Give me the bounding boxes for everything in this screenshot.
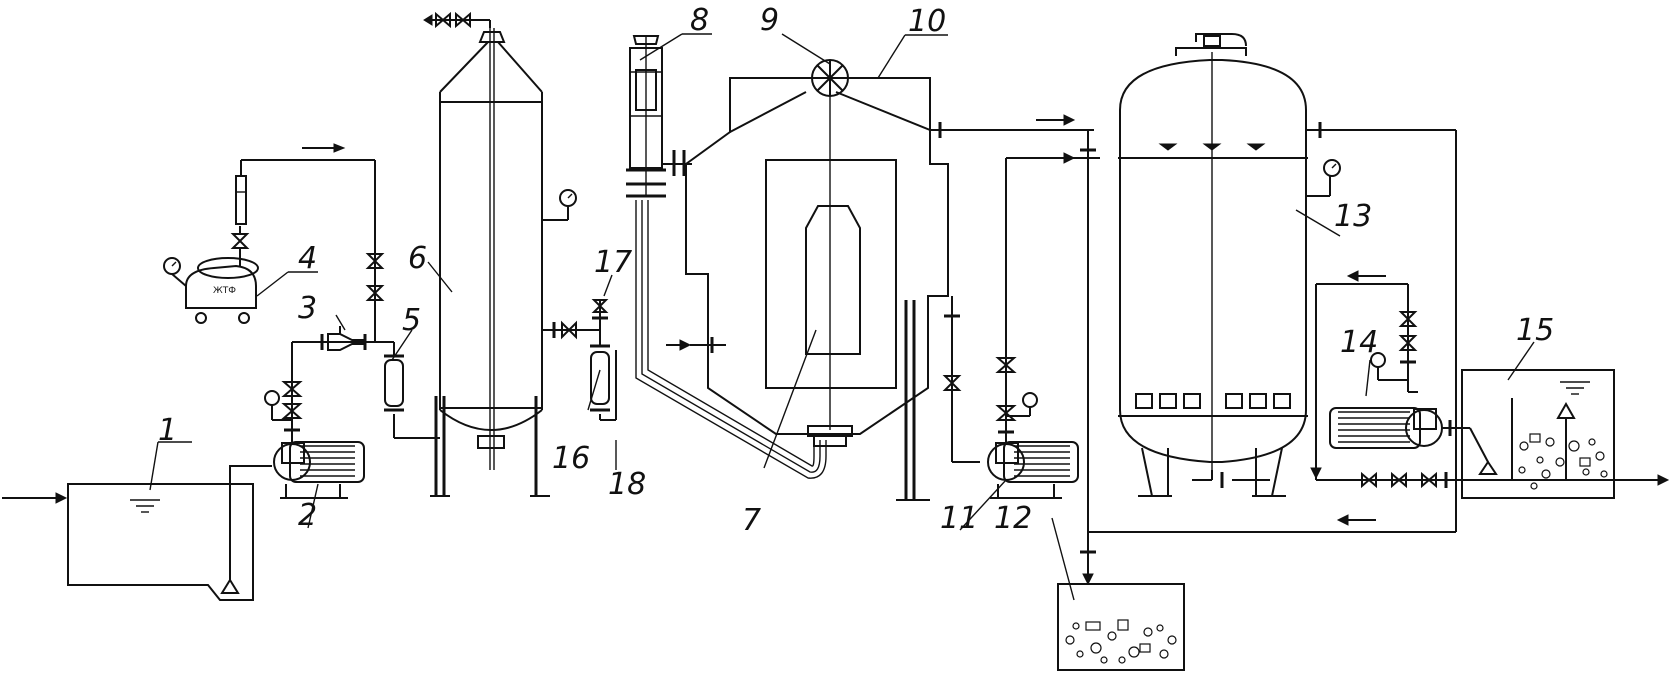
clean-tank-15 [1461,369,1670,499]
filter-5 [380,341,440,439]
svg-text:ЖТФ: ЖТФ [213,286,236,296]
skimmer-9 [811,59,849,97]
label-9: 9 [760,3,779,38]
label-11: 11 [940,501,978,536]
label-16: 16 [552,441,590,476]
releaser-8 [626,35,692,198]
sludge-particles [1065,619,1177,664]
label-6: 6 [408,241,427,276]
dissolved-air-column [423,11,600,497]
return-bend-pipe [635,200,827,479]
feed-pump [273,441,365,499]
feed-tank [67,465,272,601]
label-3: 3 [298,291,317,326]
flow-arrows-side [1336,270,1386,526]
pump-discharge-line [264,334,380,443]
label-2: 2 [298,498,317,533]
recycle-pump-11 [942,157,1100,499]
label-5: 5 [402,303,421,338]
label-18: 18 [608,467,646,502]
label-17: 17 [594,245,632,280]
label-13: 13 [1334,199,1372,234]
air-compressor: ЖТФ [163,159,385,342]
filter-tank-13 [1088,33,1457,533]
filter-16 [590,299,617,421]
label-15: 15 [1516,313,1554,348]
label-14: 14 [1340,325,1378,360]
label-10: 10 [908,4,946,39]
air-flow-arrow [302,143,346,153]
sludge-tank-12 [1057,130,1185,671]
flotation-tank [666,66,1094,501]
label-4: 4 [298,241,317,276]
jet-mixer [327,326,366,351]
clean-tank-particles [1518,433,1608,490]
inlet-arrow [2,492,68,504]
label-1: 1 [158,413,177,448]
label-8: 8 [690,3,709,38]
backwash-pump-14 [1310,283,1489,489]
label-12: 12 [994,501,1032,536]
flow-arrows-top [1036,114,1076,164]
label-7: 7 [742,503,761,538]
